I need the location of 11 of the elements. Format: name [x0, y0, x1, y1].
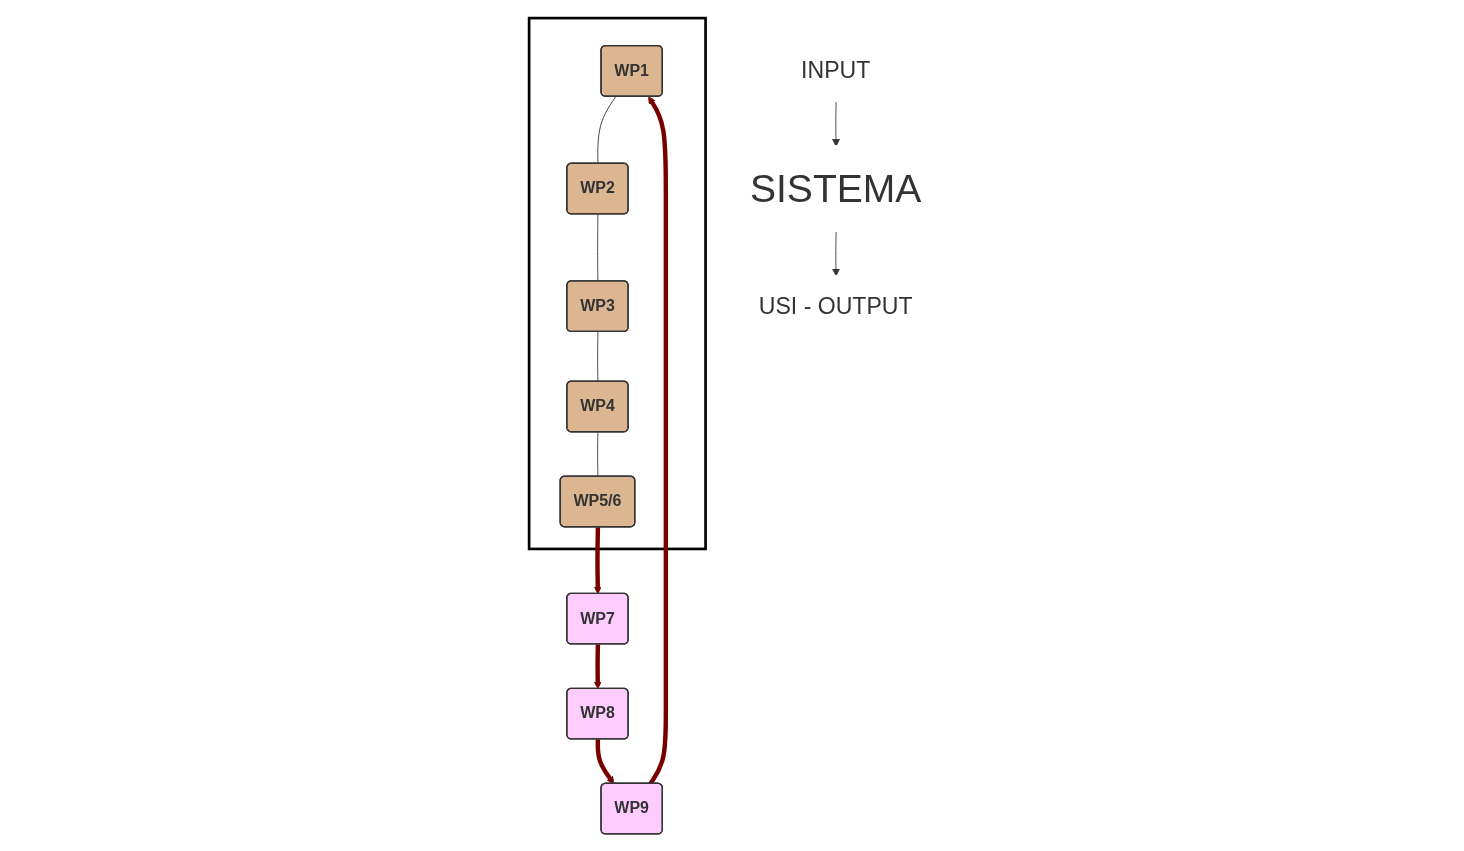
node-text: SISTEMA: [750, 165, 922, 210]
arrow: [593, 526, 602, 594]
node-text: INPUT: [801, 56, 871, 84]
connector: [597, 330, 599, 382]
node-text: USI - OUTPUT: [758, 291, 913, 319]
arrow: [593, 643, 602, 689]
connector: [597, 213, 599, 282]
connector: [597, 95, 617, 164]
connector: [597, 431, 599, 477]
cluster: [527, 16, 707, 550]
arrow: [595, 738, 615, 784]
